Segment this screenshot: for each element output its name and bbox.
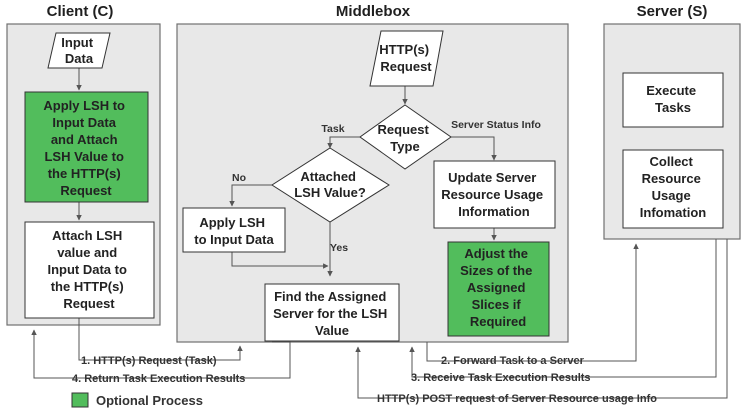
server-execute-text: Execute Tasks (646, 83, 700, 115)
mb-apply-lsh-text: Apply LSH to Input Data (194, 215, 274, 247)
mb-request-type-text: Request Type (378, 122, 433, 154)
mb-find-server-line: Value (315, 323, 349, 338)
legend-swatch (71, 392, 89, 408)
client-attach-line: Attach LSH (52, 228, 122, 243)
mb-request-type-node (359, 104, 452, 170)
mb-request-node (369, 30, 444, 87)
client-attach-line: value and (57, 245, 117, 260)
edge-apply-to-find (231, 252, 329, 269)
mb-adjust-line: Sizes of the (460, 263, 532, 278)
mb-request-text: HTTP(s) Request (379, 42, 432, 74)
client-input-data-text: Input Data (61, 35, 96, 66)
mb-adjust-line: Assigned (467, 280, 526, 295)
mb-adjust-line: Slices if (472, 297, 522, 312)
mb-label-server-status: Server Status Info (451, 119, 541, 131)
server-collect-line: Infomation (640, 205, 706, 220)
mb-request-type-line: Request (378, 122, 430, 137)
client-input-data-line: Input (61, 35, 93, 50)
mb-apply-lsh-line: to Input Data (194, 232, 274, 247)
client-apply-lsh-line: the HTTP(s) (48, 166, 121, 181)
client-panel-title: Client (C) (47, 3, 114, 20)
client-input-data-line: Data (65, 51, 94, 66)
server-collect-line: Collect (650, 154, 694, 169)
client-apply-lsh-text: Apply LSH to Input Data and Attach LSH V… (43, 98, 128, 198)
client-attach-node (24, 221, 155, 319)
mb-update-line: Resource Usage (441, 187, 543, 202)
mb-update-text: Update Server Resource Usage Information (441, 170, 547, 219)
mb-find-server-line: Find the Assigned (274, 289, 386, 304)
mb-label-yes: Yes (330, 242, 348, 254)
mb-attached-line: LSH Value? (294, 185, 366, 200)
mb-attached-node (271, 147, 390, 223)
edge-type-to-update (451, 136, 497, 161)
mb-update-line: Update Server (448, 170, 536, 185)
flow-3-label: 3. Receive Task Execution Results (411, 372, 591, 384)
flow-4-label: 4. Return Task Execution Results (72, 373, 245, 385)
flow-4-line (31, 329, 291, 379)
flow-5-line (355, 239, 728, 399)
mb-request-line: Request (380, 59, 432, 74)
connectors (31, 68, 728, 399)
client-apply-lsh-line: Request (60, 183, 112, 198)
mb-request-line: HTTP(s) (379, 42, 429, 57)
mb-find-server-line: Server for the LSH (273, 306, 387, 321)
server-collect-line: Usage (652, 188, 691, 203)
middlebox-panel-title: Middlebox (336, 3, 411, 20)
flow-2-line (426, 243, 639, 362)
client-attach-line: the HTTP(s) (51, 279, 124, 294)
server-panel-title: Server (S) (637, 3, 708, 20)
mb-adjust-text: Adjust the Sizes of the Assigned Slices … (460, 246, 536, 329)
mb-find-server-node (264, 283, 400, 342)
server-execute-node (622, 72, 724, 128)
mb-label-no: No (232, 172, 246, 184)
flow-2-label: 2. Forward Task to a Server (441, 355, 585, 367)
mb-request-type-line: Type (390, 139, 419, 154)
server-collect-line: Resource (642, 171, 701, 186)
server-execute-line: Execute (646, 83, 696, 98)
server-execute-line: Tasks (655, 100, 691, 115)
legend-label: Optional Process (96, 393, 203, 408)
flow-1-line (78, 318, 243, 361)
mb-adjust-line: Required (470, 314, 526, 329)
mb-update-node (433, 160, 556, 229)
mb-apply-lsh-node (182, 207, 286, 253)
client-attach-line: Input Data to (47, 262, 126, 277)
mb-find-server-text: Find the Assigned Server for the LSH Val… (273, 289, 391, 338)
client-apply-lsh-line: Input Data (52, 115, 116, 130)
client-input-data-node (47, 32, 111, 69)
client-apply-lsh-node (24, 91, 149, 203)
flow-3-line (409, 239, 717, 378)
mb-attached-line: Attached (300, 169, 356, 184)
mb-adjust-node (447, 241, 550, 337)
edge-attached-to-apply (229, 184, 272, 207)
client-attach-text: Attach LSH value and Input Data to the H… (47, 228, 130, 311)
server-collect-node (622, 149, 724, 229)
client-apply-lsh-line: LSH Value to (44, 149, 124, 164)
flow-1-label: 1. HTTP(s) Request (Task) (81, 355, 217, 367)
client-attach-line: Request (63, 296, 115, 311)
mb-attached-text: Attached LSH Value? (294, 169, 366, 200)
server-collect-text: Collect Resource Usage Infomation (640, 154, 706, 220)
edge-type-to-attached (327, 136, 360, 149)
mb-update-line: Information (458, 204, 530, 219)
client-apply-lsh-line: Apply LSH to (43, 98, 125, 113)
mb-adjust-line: Adjust the (464, 246, 528, 261)
flow-5-label: HTTP(s) POST request of Server Resource … (377, 393, 657, 405)
client-apply-lsh-line: and Attach (51, 132, 118, 147)
mb-label-task: Task (321, 123, 344, 135)
mb-apply-lsh-line: Apply LSH (199, 215, 265, 230)
